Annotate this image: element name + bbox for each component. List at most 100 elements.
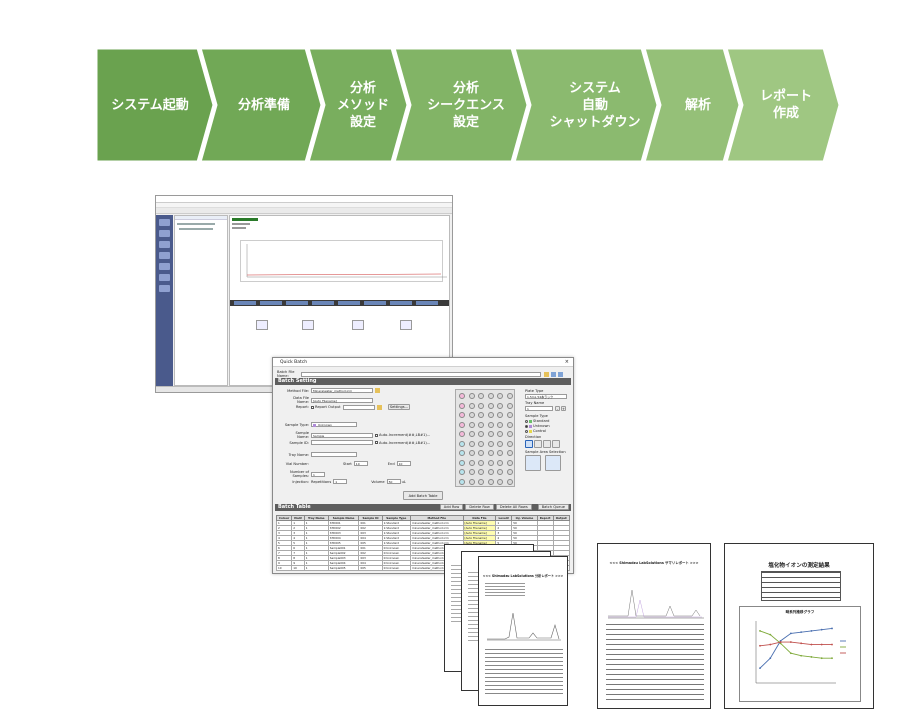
close-icon[interactable]: × [564, 359, 569, 365]
vial-well[interactable] [497, 469, 503, 475]
vial-well[interactable] [459, 421, 465, 428]
vial-well[interactable] [487, 478, 494, 485]
add-batch-table-button[interactable]: Add Batch Table [403, 491, 443, 500]
vial-well[interactable] [506, 459, 513, 466]
direction-s-icon[interactable] [552, 440, 560, 448]
tree-item[interactable] [179, 228, 213, 230]
number-of-samples-input[interactable]: 1 [311, 471, 325, 477]
vial-well[interactable] [468, 459, 475, 466]
tray-minus-button[interactable]: - [555, 406, 560, 411]
batch-queue-button[interactable]: Batch Queue [537, 504, 569, 510]
vial-well[interactable] [478, 402, 484, 409]
vial-well[interactable] [468, 469, 475, 475]
vial-well[interactable] [468, 478, 475, 485]
vial-well[interactable] [478, 440, 484, 447]
delete-row-button[interactable]: Delete Row [465, 504, 494, 510]
nav-icon[interactable] [159, 230, 170, 237]
tray-plus-button[interactable]: + [561, 406, 566, 411]
vial-well[interactable] [478, 393, 484, 399]
vial-well[interactable] [497, 431, 503, 437]
table-cell[interactable]: 005 [358, 565, 383, 571]
vial-well[interactable] [459, 440, 465, 447]
repetitions-input[interactable]: 1 [333, 479, 348, 484]
vial-well[interactable] [487, 421, 494, 428]
vial-well[interactable] [506, 393, 513, 399]
batch-table-column-header[interactable]: Tray Name [303, 515, 329, 521]
table-cell[interactable]: 10 [291, 565, 305, 571]
direction-u-icon[interactable] [543, 440, 551, 448]
vial-well[interactable] [497, 450, 503, 456]
tree-item[interactable] [177, 223, 215, 225]
table-cell[interactable]: Sample005 [327, 565, 360, 571]
nav-icon[interactable] [159, 274, 170, 281]
vial-plate[interactable] [455, 389, 515, 487]
radio-unknown[interactable]: Unknown [525, 424, 571, 428]
vial-well[interactable] [497, 421, 503, 428]
settings-button[interactable]: Settings... [388, 404, 410, 410]
data-file-input[interactable]: [Auto Filename] [311, 397, 373, 403]
vial-well[interactable] [459, 459, 465, 466]
vial-well[interactable] [468, 450, 475, 456]
save-as-icon[interactable] [558, 371, 563, 377]
vial-well[interactable] [487, 469, 494, 475]
radio-control[interactable]: Control [525, 429, 571, 433]
vial-well[interactable] [506, 478, 513, 485]
vial-well[interactable] [497, 393, 503, 399]
tray-name-right-input[interactable]: 1 [525, 406, 553, 411]
end-vial-input[interactable]: 10 [396, 461, 411, 466]
vial-well[interactable] [459, 402, 465, 409]
nav-icon[interactable] [159, 285, 170, 292]
table-cell[interactable]: 1 [303, 565, 329, 571]
area-select-all-icon[interactable] [525, 455, 541, 471]
vial-well[interactable] [478, 421, 484, 428]
vial-well[interactable] [497, 478, 503, 485]
vial-well[interactable] [487, 412, 494, 418]
vial-well[interactable] [487, 393, 494, 399]
batch-table-column-header[interactable]: Sample Type [381, 515, 411, 521]
method-file-input[interactable]: Mineralwater_method.lcm [311, 388, 373, 393]
vial-well[interactable] [459, 412, 465, 418]
report-checkbox[interactable] [311, 405, 314, 409]
vial-well[interactable] [468, 431, 475, 437]
vial-well[interactable] [478, 450, 484, 456]
batch-table-column-header[interactable]: Sample ID [358, 515, 383, 521]
area-select-range-icon[interactable] [545, 455, 561, 471]
add-row-button[interactable]: Add Row [439, 504, 464, 510]
menu-bar[interactable] [156, 203, 452, 208]
sample-type-select[interactable]: Unknown [311, 422, 357, 427]
vial-well[interactable] [478, 431, 484, 437]
data-explorer-pane[interactable] [174, 215, 228, 386]
tray-name-select[interactable] [311, 452, 357, 457]
vial-well[interactable] [487, 459, 494, 466]
sample-id-input[interactable] [311, 440, 373, 445]
chromatogram-view[interactable] [240, 240, 447, 282]
auto-increment-checkbox[interactable] [375, 433, 378, 437]
assistant-bar[interactable] [156, 215, 173, 392]
vial-well[interactable] [468, 440, 475, 447]
nav-icon[interactable] [159, 219, 170, 226]
volume-input[interactable]: 50 [386, 479, 401, 484]
vial-well[interactable] [487, 450, 494, 456]
vial-well[interactable] [468, 412, 475, 418]
vial-well[interactable] [459, 450, 465, 456]
vial-well[interactable] [506, 412, 513, 418]
folder-icon[interactable] [544, 371, 549, 377]
vial-well[interactable] [468, 393, 475, 399]
vial-well[interactable] [497, 402, 503, 409]
vial-well[interactable] [506, 469, 513, 475]
start-vial-input[interactable]: 10 [353, 461, 368, 466]
batch-table-column-header[interactable]: Sample Name [327, 515, 360, 521]
folder-icon[interactable] [377, 404, 382, 410]
vial-well[interactable] [459, 393, 465, 399]
auto-increment-checkbox[interactable] [375, 441, 378, 444]
vial-well[interactable] [497, 440, 503, 447]
table-cell[interactable]: 0:Unknown [381, 565, 411, 571]
toolbar[interactable] [156, 208, 452, 214]
plate-type-select[interactable]: 1.5mL 54本ラック [525, 394, 567, 399]
nav-icon[interactable] [159, 252, 170, 259]
flow-diagram-bar[interactable] [230, 300, 449, 306]
vial-well[interactable] [497, 412, 503, 418]
vial-well[interactable] [487, 431, 494, 437]
vial-well[interactable] [468, 402, 475, 409]
